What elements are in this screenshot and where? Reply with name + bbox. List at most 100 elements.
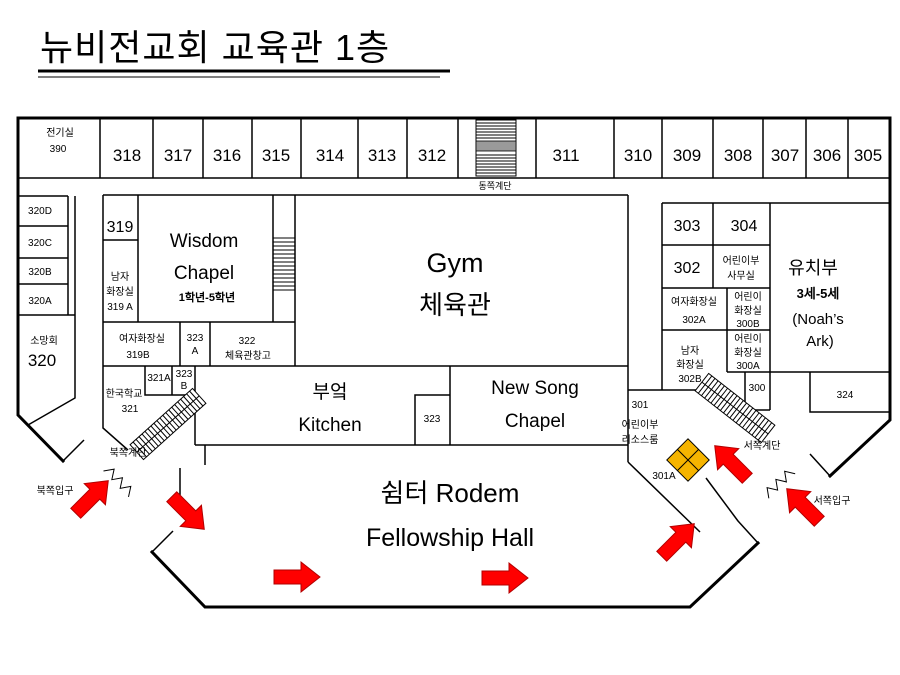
red-arrow-icon xyxy=(273,560,321,594)
mens-restroom-319a-number: 319 A xyxy=(107,302,133,313)
resource-room-line1: 어린이부 xyxy=(622,419,659,431)
red-arrow-icon xyxy=(786,488,825,527)
room-312-label: 312 xyxy=(418,146,446,165)
red-arrow-icon xyxy=(70,480,109,519)
room-320a-label: 320A xyxy=(28,296,52,307)
wisdom-chapel-grades: 1학년-5학년 xyxy=(179,290,235,304)
room-307-label: 307 xyxy=(771,146,799,165)
electrical-room-number: 390 xyxy=(50,144,67,155)
hope-room-name: 소망회 xyxy=(30,335,58,347)
korean-school-name: 한국학교 xyxy=(106,388,143,400)
womens-restroom-319b-number: 319B xyxy=(126,350,150,361)
room-323b-line1: 323 xyxy=(176,369,193,380)
room-317-label: 317 xyxy=(164,146,192,165)
kitchen-korean-label: 부엌 xyxy=(313,381,348,403)
room-321a-label: 321A xyxy=(147,373,171,384)
room-324-label: 324 xyxy=(837,390,854,401)
room-320d-label: 320D xyxy=(28,206,52,217)
page-title: 뉴비전교회 교육관 1층 xyxy=(40,27,390,68)
korean-school-number: 321 xyxy=(122,404,139,415)
red-arrow-icon xyxy=(656,523,695,562)
womens-restroom-319b-name: 여자화장실 xyxy=(119,333,165,345)
womens-restroom-302a-name: 여자화장실 xyxy=(671,296,717,308)
page-header: 뉴비전교회 교육관 1층 xyxy=(38,27,450,78)
mens-restroom-302b-line1: 남자 xyxy=(681,345,699,357)
resource-room-number: 301 xyxy=(632,400,649,411)
kids-restroom-300a-number: 300A xyxy=(736,361,760,372)
room-320c-label: 320C xyxy=(28,238,52,249)
room-306-label: 306 xyxy=(813,146,841,165)
kitchen-english-label: Kitchen xyxy=(298,415,361,436)
room-305-label: 305 xyxy=(854,146,882,165)
gym-korean-label: 체육관 xyxy=(419,290,491,320)
mens-restroom-302b-number: 302B xyxy=(678,374,702,385)
fellowship-hall-line2: Fellowship Hall xyxy=(366,524,534,552)
exterior-walls xyxy=(16,116,892,609)
west-stairs-label: 서쪽계단 xyxy=(744,440,781,452)
room-308-label: 308 xyxy=(724,146,752,165)
room-301a-label: 301A xyxy=(652,471,676,482)
north-stairs-icon xyxy=(129,387,207,461)
kids-restroom-300b-line2: 화장실 xyxy=(734,305,762,317)
room-315-label: 315 xyxy=(262,146,290,165)
mens-restroom-319a-line2: 화장실 xyxy=(106,286,134,298)
preschool-ages: 3세-5세 xyxy=(797,286,840,301)
preschool-english-line1: (Noah’s xyxy=(792,311,843,328)
red-arrow-icon xyxy=(166,491,205,530)
direction-arrows xyxy=(70,445,825,595)
top-row-rooms: 전기실 390 318 317 316 315 314 313 312 311 … xyxy=(46,127,882,191)
room-323a-line2: A xyxy=(192,346,199,357)
room-300-label: 300 xyxy=(749,383,766,394)
room-309-label: 309 xyxy=(673,146,701,165)
preschool-english-line2: Ark) xyxy=(806,333,834,350)
kids-restroom-300a-line2: 화장실 xyxy=(734,347,762,359)
hope-room-number: 320 xyxy=(28,351,56,370)
mens-restroom-302b-line2: 화장실 xyxy=(676,359,704,371)
center-block-rooms: 319 남자 화장실 319 A Wisdom Chapel 1학년-5학년 여… xyxy=(37,219,579,497)
kids-restroom-300b-line1: 어린이 xyxy=(734,291,762,303)
storage-322-name: 체육관창고 xyxy=(225,350,271,362)
right-wing-rooms: 303 304 302 어린이부 사무실 여자화장실 302A 어린이 화장실 … xyxy=(622,218,854,507)
room-303-label: 303 xyxy=(674,218,701,235)
north-stairs-label: 북쪽계단 xyxy=(110,447,147,459)
west-door-icon xyxy=(766,470,796,499)
room-311-label: 311 xyxy=(552,146,579,165)
room-323-label: 323 xyxy=(424,414,441,425)
room-320b-label: 320B xyxy=(28,267,52,278)
room-314-label: 314 xyxy=(316,146,344,165)
wisdom-chapel-line2: Chapel xyxy=(174,263,234,284)
north-entrance-label: 북쪽입구 xyxy=(37,484,74,497)
kids-restroom-300a-line1: 어린이 xyxy=(734,333,762,345)
fellowship-hall: 쉼터 Rodem Fellowship Hall xyxy=(366,478,534,552)
room-302-label: 302 xyxy=(674,260,701,277)
room-318-label: 318 xyxy=(113,146,141,165)
wisdom-chapel-line1: Wisdom xyxy=(170,231,239,252)
chapel-stairs-icon xyxy=(273,237,295,291)
left-wing-rooms: 320D 320C 320B 320A 소망회 320 xyxy=(28,206,58,370)
new-song-chapel-line1: New Song xyxy=(491,378,579,399)
east-stairs-icon xyxy=(475,119,517,177)
mens-restroom-319a-line1: 남자 xyxy=(111,271,129,283)
room-323b-line2: B xyxy=(181,381,188,392)
electrical-room-name: 전기실 xyxy=(46,127,74,139)
room-304-label: 304 xyxy=(731,218,758,235)
elevator-icon xyxy=(666,438,710,482)
kids-restroom-300b-number: 300B xyxy=(736,319,760,330)
gym-english-label: Gym xyxy=(427,248,484,278)
childrens-office-line1: 어린이부 xyxy=(723,255,760,267)
west-stairs-icon xyxy=(694,372,776,444)
north-door-icon xyxy=(103,468,132,498)
fellowship-hall-line1: 쉼터 Rodem xyxy=(381,478,520,508)
west-entrance-label: 서쪽입구 xyxy=(814,494,851,507)
storage-322-number: 322 xyxy=(239,336,256,347)
room-313-label: 313 xyxy=(368,146,396,165)
childrens-office-line2: 사무실 xyxy=(727,270,755,282)
room-316-label: 316 xyxy=(213,146,241,165)
preschool-name: 유치부 xyxy=(788,258,838,278)
room-319-label: 319 xyxy=(107,219,134,236)
red-arrow-icon xyxy=(714,445,753,484)
room-310-label: 310 xyxy=(624,146,652,165)
room-323a-line1: 323 xyxy=(187,333,204,344)
red-arrow-icon xyxy=(481,561,529,595)
